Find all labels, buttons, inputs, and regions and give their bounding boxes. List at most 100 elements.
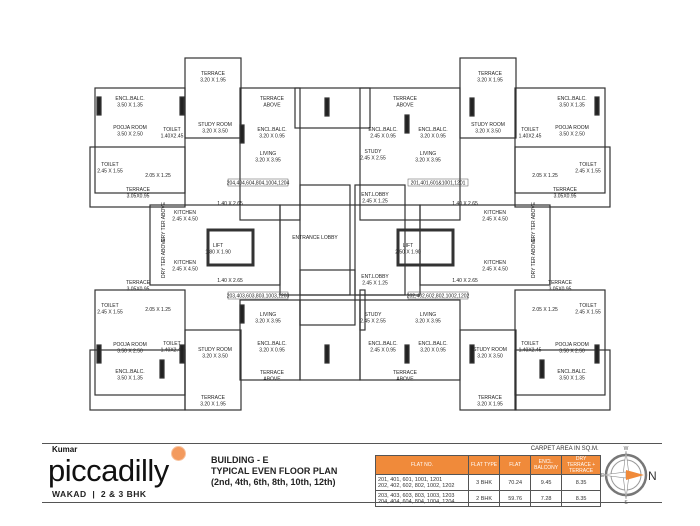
room-size: 3.20 X 1.95 [200,402,226,408]
room-name: ENT.LOBBY [361,192,389,198]
room-name: KITCHEN [484,210,506,216]
room-name: TERRACE [201,71,226,77]
room-size: 3.50 X 1.35 [559,376,585,382]
wall [359,289,366,331]
table-row: 201, 401, 601, 1001, 1201 202, 402, 602,… [375,474,602,491]
flat-no: 201, 401, 601, 1001, 1201 202, 402, 602,… [375,474,469,491]
room-label: ENCL.BALC.3.20 X 0.95 [257,127,286,140]
window-icon [594,96,600,116]
room-name: TERRACE [478,395,503,401]
window-icon [404,114,410,134]
room-size: 2.45 X 1.55 [575,169,601,175]
room-size: 3.20 X 3.95 [255,319,281,325]
room-name: ENCL.BALC. [557,96,586,102]
room-size: 1.40X2.45 [161,134,184,140]
room-name: ENCL.BALC. [368,127,397,133]
compass-top: W [624,446,629,452]
room-size: 2.45 X 1.25 [362,199,388,205]
room-size: ABOVE [396,377,414,383]
room-size: 2.45 X 0.95 [370,134,396,140]
compass-north: N [648,469,657,483]
carpet-area-table: CARPET AREA IN SQ.M. FLAT NO. FLAT TYPE … [375,443,602,507]
room-size: 1.40 X 2.65 [452,201,478,207]
room-name: KITCHEN [174,210,196,216]
wall [299,299,361,381]
window-icon [324,97,330,117]
room-label: 2.05 X 1.25 [532,173,558,179]
room-size: 1.80 X 1.90 [205,250,231,256]
wall [89,146,186,208]
room-label: ENCL.BALC.3.50 X 1.35 [557,96,586,109]
room-size: 3.50 X 1.35 [559,103,585,109]
room-name: TOILET [163,341,180,347]
room-name: TERRACE [478,71,503,77]
room-label: 2.05 X 1.25 [145,173,171,179]
room-name: ENCL.BALC. [418,341,447,347]
wall [514,146,611,208]
room-label: 1.40 X 2.65 [452,278,478,284]
dry-terrace-label: DRY TER ABOVE [531,201,537,242]
room-size: 3.50 X 2.50 [559,349,585,355]
room-label: ENCL.BALC.3.50 X 1.35 [115,369,144,382]
flat-number-tag: 202,402,602,802,1002,1202 [407,294,470,300]
room-size: ABOVE [396,103,414,109]
col-flat-type: FLAT TYPE [467,455,501,475]
room-name: TERRACE [126,187,151,193]
flat-number-tag: 203,403,603,803,1003,1203 [227,294,290,300]
room-name: TERRACE [553,187,578,193]
room-label: 1.40 X 2.65 [217,201,243,207]
window-icon [324,344,330,364]
room-size: 2.45 X 1.55 [97,310,123,316]
room-size: 3.20 X 3.50 [202,129,228,135]
floors: (2nd, 4th, 6th, 8th, 10th, 12th) [211,477,336,487]
building-name: BUILDING - E [211,455,269,465]
building-title: BUILDING - E TYPICAL EVEN FLOOR PLAN (2n… [211,455,337,488]
room-label: ENCL.BALC.3.50 X 1.35 [557,369,586,382]
flat-type: 3 BHK [467,474,501,491]
room-name: KITCHEN [174,260,196,266]
room-label: ENCL.BALC.2.45 X 0.95 [368,127,397,140]
room-size: 2.45 X 4.50 [482,217,508,223]
room-name: ENCL.BALC. [368,341,397,347]
room-name: LIVING [420,151,437,157]
room-name: KITCHEN [484,260,506,266]
room-name: ENCL.BALC. [115,369,144,375]
room-size: 3.05X0.95 [127,287,150,293]
window-icon [179,344,185,364]
room-size: 3.50 X 1.35 [117,376,143,382]
room-name: POOJA ROOM [113,125,147,131]
room-name: TOILET [101,303,118,309]
brand-kumar: Kumar [52,445,78,454]
room-size: 3.50 X 1.35 [117,103,143,109]
room-size: 3.20 X 3.95 [415,319,441,325]
room-label: ENCL.BALC.3.20 X 0.95 [418,341,447,354]
room-size: 2.45 X 1.25 [362,281,388,287]
room-label: ENCL.BALC.3.20 X 0.95 [418,127,447,140]
room-name: STUDY ROOM [198,122,232,128]
room-size: 2.45 X 4.50 [482,267,508,273]
room-name: STUDY [365,312,383,318]
col-flat: FLAT [499,455,532,475]
room-size: 3.20 X 0.95 [259,348,285,354]
room-size: 3.20 X 3.50 [202,354,228,360]
room-name: TERRACE [126,280,151,286]
col-flat-no: FLAT NO. [375,455,469,475]
wall [359,87,461,221]
room-name: TERRACE [201,395,226,401]
room-size: 3.20 X 3.95 [255,158,281,164]
room-name: TERRACE [260,96,285,102]
